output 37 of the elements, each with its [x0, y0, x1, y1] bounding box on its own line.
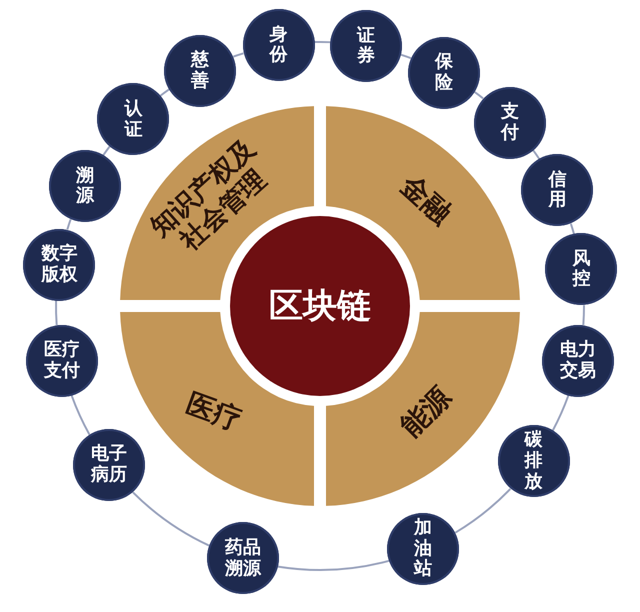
node-label: 身份 — [268, 24, 289, 66]
ring-connector — [400, 54, 412, 60]
node-label: 金融 — [394, 168, 458, 232]
node-label: 药品溯源 — [224, 538, 262, 580]
node-label: 加油站 — [413, 518, 434, 580]
ring-connector — [474, 91, 484, 100]
node-label: 风控 — [571, 248, 592, 290]
node-label: 慈善 — [190, 50, 210, 92]
ring-connector — [66, 219, 72, 230]
ring-connector — [454, 488, 512, 534]
ring-connector — [55, 300, 58, 326]
node-label: 电力交易 — [559, 340, 598, 382]
node-label: 溯源 — [74, 166, 95, 208]
node-label: 电子病历 — [90, 444, 128, 486]
node-label: 区块链 — [268, 286, 372, 326]
node-label: 支付 — [500, 102, 520, 144]
node-label: 认证 — [123, 98, 144, 140]
ring-connector — [532, 150, 540, 160]
ring-connector — [570, 223, 575, 234]
ring-connector — [160, 88, 170, 96]
ring-connector — [278, 560, 390, 571]
ring-connector — [582, 305, 585, 326]
node-label: 医疗支付 — [42, 340, 81, 382]
ring-connector — [552, 395, 570, 432]
ring-connector — [70, 395, 90, 436]
node-label: 医疗 — [181, 387, 247, 438]
ring-connector — [233, 52, 244, 58]
node-label: 保险 — [434, 52, 454, 94]
ring-connector — [314, 41, 330, 44]
node-label: 证券 — [356, 26, 376, 67]
ring-connector — [132, 491, 210, 546]
node-label: 碳排放 — [524, 430, 544, 492]
ring-connector — [102, 146, 110, 156]
node-label: 信用 — [547, 170, 568, 212]
node-label: 知识产权及社会管理 — [144, 133, 273, 258]
node-label: 数字版权 — [40, 244, 78, 286]
node-label: 能源 — [394, 380, 458, 444]
